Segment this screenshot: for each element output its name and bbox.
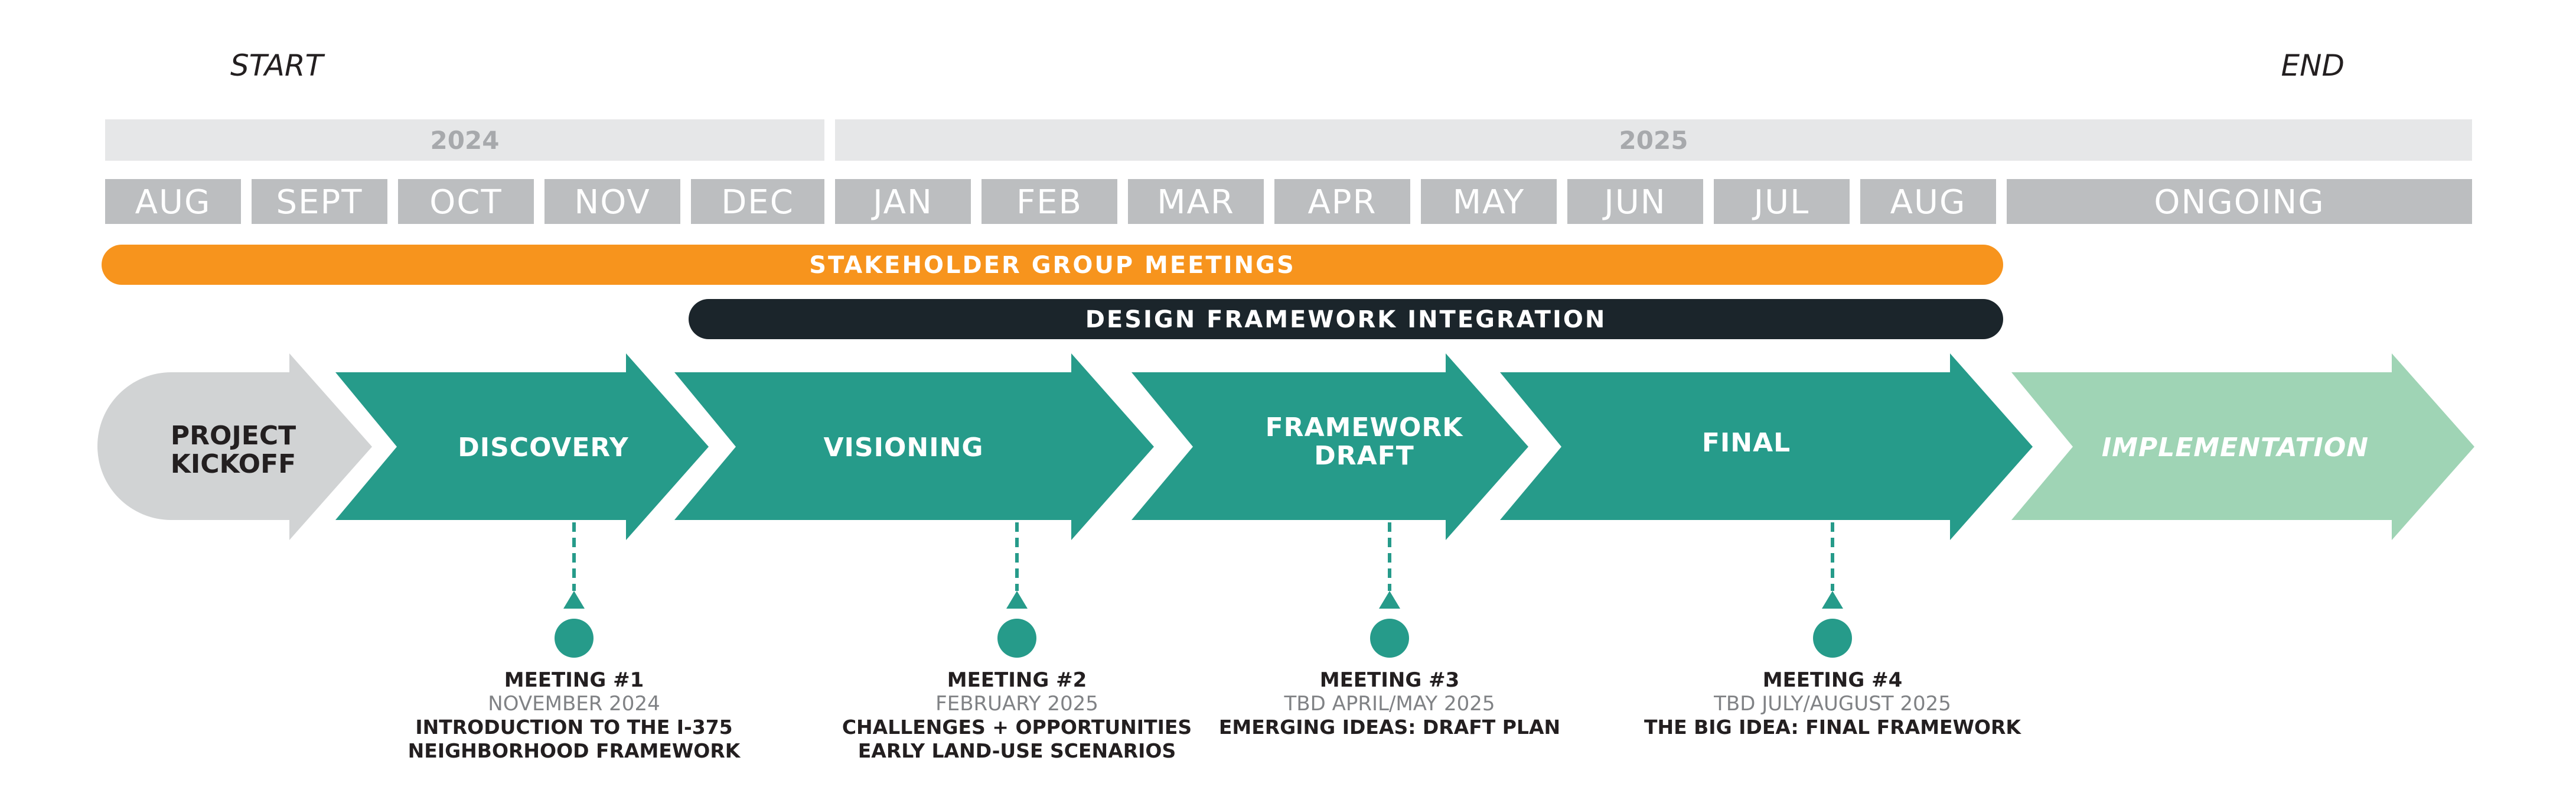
meeting-dot-icon (555, 619, 594, 658)
month-cell-bg (1128, 179, 1264, 224)
year-band-2024: 2024 (105, 119, 824, 161)
phase-label-line2: KICKOFF (171, 449, 296, 479)
phase-final: FINAL (1500, 353, 2033, 540)
phase-project-kickoff: PROJECT KICKOFF (97, 353, 372, 540)
kickoff-arrow-shape (97, 353, 372, 540)
month-cell-bg (1860, 179, 1996, 224)
month-cell-bg (105, 179, 241, 224)
meeting-title: MEETING #4 (1763, 668, 1902, 692)
year-band-bg (835, 119, 2472, 161)
year-label: 2025 (1619, 126, 1688, 155)
meeting-desc-line2: NEIGHBORHOOD FRAMEWORK (408, 739, 741, 762)
month-cell-bg (252, 179, 387, 224)
phase-label: VISIONING (823, 433, 983, 463)
month-cell-bg (1421, 179, 1557, 224)
month-cell-bg (398, 179, 534, 224)
meeting-marker-2 (997, 522, 1036, 658)
phase-discovery: DISCOVERY (335, 353, 709, 540)
meeting-date: FEBRUARY 2025 (935, 692, 1098, 716)
phase-framework-draft: FRAMEWORK DRAFT (1132, 353, 1528, 540)
phase-label: IMPLEMENTATION (2102, 433, 2369, 463)
meeting-dot-icon (1370, 619, 1409, 658)
design-framework-bar: DESIGN FRAMEWORK INTEGRATION (689, 299, 2003, 339)
meeting-desc-line1: EMERGING IDEAS: DRAFT PLAN (1219, 716, 1560, 739)
triangle-pointer-icon (1006, 591, 1028, 609)
visioning-arrow-shape (674, 353, 1154, 540)
bar-label: DESIGN FRAMEWORK INTEGRATION (1085, 306, 1607, 333)
meeting-dot-icon (997, 619, 1036, 658)
meeting-desc-line1: THE BIG IDEA: FINAL FRAMEWORK (1644, 716, 2021, 739)
month-jan: JAN (871, 183, 933, 222)
meeting-marker-3 (1370, 522, 1409, 658)
month-cell-bg (544, 179, 680, 224)
month-cell-bg (691, 179, 824, 224)
month-aug-2024: AUG (135, 183, 211, 222)
month-cell-bg (2007, 179, 2472, 224)
triangle-pointer-icon (563, 591, 585, 609)
meeting-title: MEETING #3 (1320, 668, 1459, 692)
meeting-date: TBD APRIL/MAY 2025 (1284, 692, 1495, 716)
bar-bg (689, 299, 2003, 339)
month-cell-bg (982, 179, 1117, 224)
meeting-desc-line1: CHALLENGES + OPPORTUNITIES (842, 716, 1192, 739)
phase-label: FINAL (1702, 428, 1791, 458)
month-cell-bg (1714, 179, 1850, 224)
meeting-desc-line2: EARLY LAND-USE SCENARIOS (858, 739, 1176, 762)
end-label: END (2281, 48, 2345, 83)
month-feb: FEB (1016, 183, 1082, 222)
phase-label-line1: PROJECT (171, 421, 296, 451)
month-jul: JUL (1752, 183, 1810, 222)
meeting-caption-4: MEETING #4 TBD JULY/AUGUST 2025 THE BIG … (1644, 668, 2021, 739)
phase-label-line1: FRAMEWORK (1266, 412, 1464, 443)
implementation-arrow-shape (2011, 353, 2474, 540)
meeting-date: TBD JULY/AUGUST 2025 (1713, 692, 1951, 716)
phase-label: DISCOVERY (458, 433, 629, 463)
year-band-bg (105, 119, 824, 161)
phase-label-line2: DRAFT (1314, 441, 1414, 471)
month-aug-2025: AUG (1890, 183, 1967, 222)
framework-draft-arrow-shape (1132, 353, 1528, 540)
month-may: MAY (1453, 183, 1525, 222)
month-mar: MAR (1157, 183, 1235, 222)
final-arrow-shape (1500, 353, 2033, 540)
month-dec: DEC (721, 183, 794, 222)
meeting-caption-1: MEETING #1 NOVEMBER 2024 INTRODUCTION TO… (408, 668, 741, 762)
meeting-title: MEETING #1 (504, 668, 644, 692)
triangle-pointer-icon (1822, 591, 1843, 609)
month-cell-bg (835, 179, 971, 224)
triangle-pointer-icon (1379, 591, 1400, 609)
meeting-marker-1 (555, 522, 594, 658)
year-band-2025: 2025 (835, 119, 2472, 161)
stakeholder-meetings-bar: STAKEHOLDER GROUP MEETINGS (102, 245, 2003, 285)
month-ongoing: ONGOING (2154, 183, 2324, 222)
meeting-desc-line1: INTRODUCTION TO THE I-375 (415, 716, 732, 739)
month-oct: OCT (429, 183, 502, 222)
discovery-arrow-shape (335, 353, 709, 540)
month-apr: APR (1308, 183, 1377, 222)
meeting-caption-3: MEETING #3 TBD APRIL/MAY 2025 EMERGING I… (1219, 668, 1560, 739)
month-jun: JUN (1602, 183, 1666, 222)
phase-visioning: VISIONING (674, 353, 1154, 540)
month-cell-bg (1274, 179, 1410, 224)
meeting-title: MEETING #2 (947, 668, 1087, 692)
phase-implementation: IMPLEMENTATION (2011, 353, 2474, 540)
month-nov: NOV (574, 183, 650, 222)
meeting-dot-icon (1813, 619, 1852, 658)
meeting-caption-2: MEETING #2 FEBRUARY 2025 CHALLENGES + OP… (842, 668, 1192, 762)
meeting-marker-4 (1813, 522, 1852, 658)
bar-bg (102, 245, 2003, 285)
year-label: 2024 (431, 126, 500, 155)
month-sept: SEPT (276, 183, 363, 222)
start-label: START (230, 48, 325, 83)
bar-label: STAKEHOLDER GROUP MEETINGS (809, 252, 1296, 279)
meeting-date: NOVEMBER 2024 (488, 692, 660, 716)
month-cell-bg (1567, 179, 1703, 224)
month-row: AUG SEPT OCT NOV DEC JAN FEB MAR APR MAY… (105, 179, 2472, 224)
